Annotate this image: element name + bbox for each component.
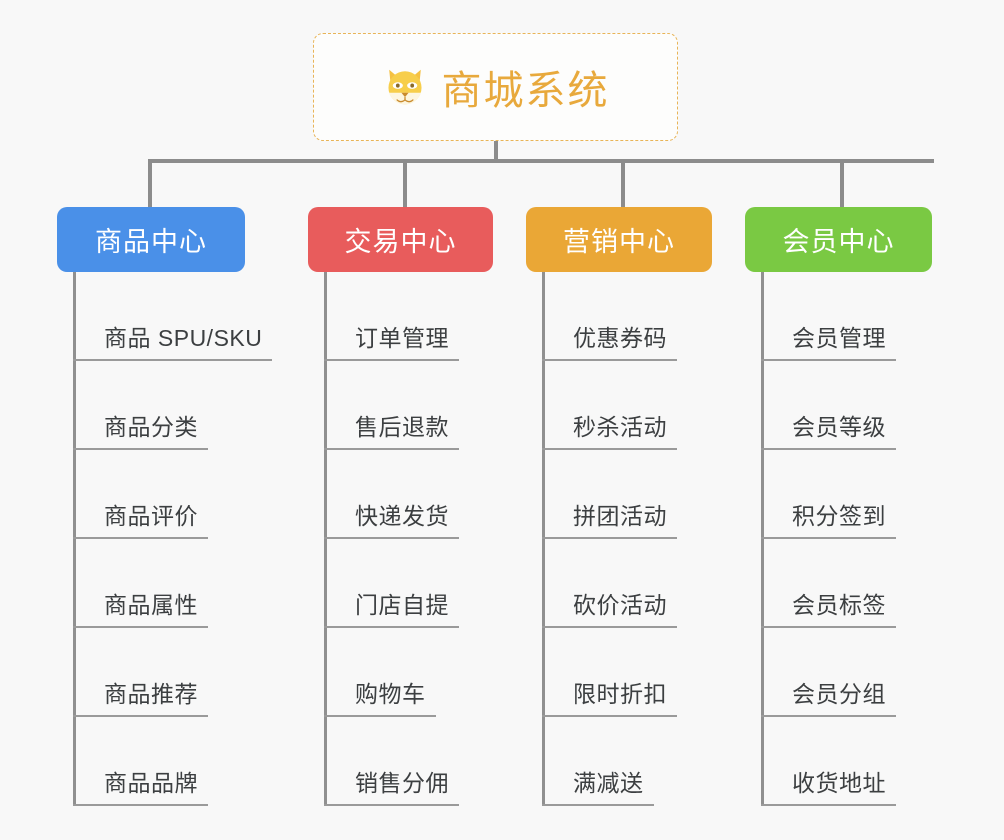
column-member-center: 会员中心 会员管理 会员等级 积分签到 会员标签 会员分组 <box>745 207 932 806</box>
leaf-underline <box>324 715 436 717</box>
leaf-list-member-center: 会员管理 会员等级 积分签到 会员标签 会员分组 收货地址 <box>745 272 932 806</box>
list-item[interactable]: 商品 SPU/SKU <box>57 272 272 361</box>
column-spine <box>73 272 76 806</box>
leaf-underline <box>324 448 459 450</box>
connector-drop-product-center <box>148 159 152 208</box>
leaf-list-marketing-center: 优惠券码 秒杀活动 拼团活动 砍价活动 限时折扣 满减送 <box>526 272 712 806</box>
leaf-label: 会员管理 <box>792 325 886 351</box>
list-item[interactable]: 订单管理 <box>308 272 493 361</box>
list-item[interactable]: 砍价活动 <box>526 539 712 628</box>
list-item[interactable]: 会员等级 <box>745 361 932 450</box>
leaf-underline <box>542 537 677 539</box>
list-item[interactable]: 会员分组 <box>745 628 932 717</box>
column-product-center: 商品中心 商品 SPU/SKU 商品分类 商品评价 商品属性 商品推荐 <box>57 207 272 806</box>
leaf-label: 订单管理 <box>355 325 449 351</box>
list-item[interactable]: 商品属性 <box>57 539 245 628</box>
list-item[interactable]: 销售分佣 <box>308 717 493 806</box>
connector-bus <box>148 159 934 163</box>
leaf-underline <box>542 804 654 806</box>
category-header-marketing-center[interactable]: 营销中心 <box>526 207 712 272</box>
column-spine <box>324 272 327 806</box>
leaf-underline <box>761 537 896 539</box>
list-item[interactable]: 会员标签 <box>745 539 932 628</box>
leaf-label: 会员等级 <box>792 414 886 440</box>
list-item[interactable]: 商品品牌 <box>57 717 245 806</box>
list-item[interactable]: 拼团活动 <box>526 450 712 539</box>
leaf-label: 快递发货 <box>355 503 449 529</box>
leaf-label: 商品品牌 <box>104 770 198 796</box>
leaf-underline <box>324 804 459 806</box>
leaf-underline <box>73 804 208 806</box>
connector-drop-trade-center <box>403 159 407 208</box>
leaf-underline <box>761 359 896 361</box>
list-item[interactable]: 满减送 <box>526 717 712 806</box>
leaf-label: 拼团活动 <box>573 503 667 529</box>
list-item[interactable]: 商品评价 <box>57 450 245 539</box>
leaf-label: 售后退款 <box>355 414 449 440</box>
list-item[interactable]: 商品推荐 <box>57 628 245 717</box>
leaf-underline <box>761 804 896 806</box>
leaf-underline <box>73 715 208 717</box>
column-trade-center: 交易中心 订单管理 售后退款 快递发货 门店自提 购物车 <box>308 207 493 806</box>
list-item[interactable]: 快递发货 <box>308 450 493 539</box>
leaf-label: 积分签到 <box>792 503 886 529</box>
leaf-label: 商品 SPU/SKU <box>104 325 263 351</box>
leaf-label: 优惠券码 <box>573 325 667 351</box>
leaf-underline <box>542 359 677 361</box>
leaf-label: 满减送 <box>573 770 644 796</box>
leaf-label: 商品属性 <box>104 592 198 618</box>
leaf-label: 收货地址 <box>792 770 886 796</box>
category-header-product-center[interactable]: 商品中心 <box>57 207 245 272</box>
leaf-underline <box>73 448 208 450</box>
column-spine <box>761 272 764 806</box>
leaf-underline <box>73 537 208 539</box>
leaf-underline <box>761 448 896 450</box>
leaf-label: 秒杀活动 <box>573 414 667 440</box>
leaf-label: 会员分组 <box>792 681 886 707</box>
list-item[interactable]: 秒杀活动 <box>526 361 712 450</box>
leaf-underline <box>761 626 896 628</box>
connector-drop-marketing-center <box>621 159 625 208</box>
list-item[interactable]: 积分签到 <box>745 450 932 539</box>
leaf-underline <box>324 626 459 628</box>
category-header-trade-center[interactable]: 交易中心 <box>308 207 493 272</box>
leaf-underline <box>324 537 459 539</box>
category-header-member-center[interactable]: 会员中心 <box>745 207 932 272</box>
list-item[interactable]: 门店自提 <box>308 539 493 628</box>
leaf-label: 会员标签 <box>792 592 886 618</box>
leaf-label: 砍价活动 <box>573 592 667 618</box>
leaf-underline <box>761 715 896 717</box>
leaf-underline <box>324 359 459 361</box>
list-item[interactable]: 购物车 <box>308 628 493 717</box>
leaf-list-product-center: 商品 SPU/SKU 商品分类 商品评价 商品属性 商品推荐 商品品牌 <box>57 272 272 806</box>
list-item[interactable]: 限时折扣 <box>526 628 712 717</box>
leaf-label: 商品推荐 <box>104 681 198 707</box>
root-node[interactable]: 商城系统 <box>313 33 678 141</box>
leaf-label: 购物车 <box>355 681 426 707</box>
list-item[interactable]: 售后退款 <box>308 361 493 450</box>
leaf-underline <box>542 715 677 717</box>
connector-stem <box>494 141 498 163</box>
leaf-underline <box>542 448 677 450</box>
list-item[interactable]: 优惠券码 <box>526 272 712 361</box>
leaf-underline <box>542 626 677 628</box>
root-title: 商城系统 <box>441 69 610 113</box>
connector-drop-member-center <box>840 159 844 208</box>
list-item[interactable]: 会员管理 <box>745 272 932 361</box>
leaf-label: 销售分佣 <box>355 770 449 796</box>
leaf-label: 门店自提 <box>355 592 449 618</box>
column-spine <box>542 272 545 806</box>
dog-face-icon <box>382 64 428 110</box>
list-item[interactable]: 商品分类 <box>57 361 245 450</box>
leaf-underline <box>73 359 272 361</box>
column-marketing-center: 营销中心 优惠券码 秒杀活动 拼团活动 砍价活动 限时折扣 <box>526 207 712 806</box>
list-item[interactable]: 收货地址 <box>745 717 932 806</box>
leaf-label: 商品分类 <box>104 414 198 440</box>
leaf-list-trade-center: 订单管理 售后退款 快递发货 门店自提 购物车 销售分佣 <box>308 272 493 806</box>
leaf-label: 限时折扣 <box>573 681 667 707</box>
leaf-underline <box>73 626 208 628</box>
leaf-label: 商品评价 <box>104 503 198 529</box>
